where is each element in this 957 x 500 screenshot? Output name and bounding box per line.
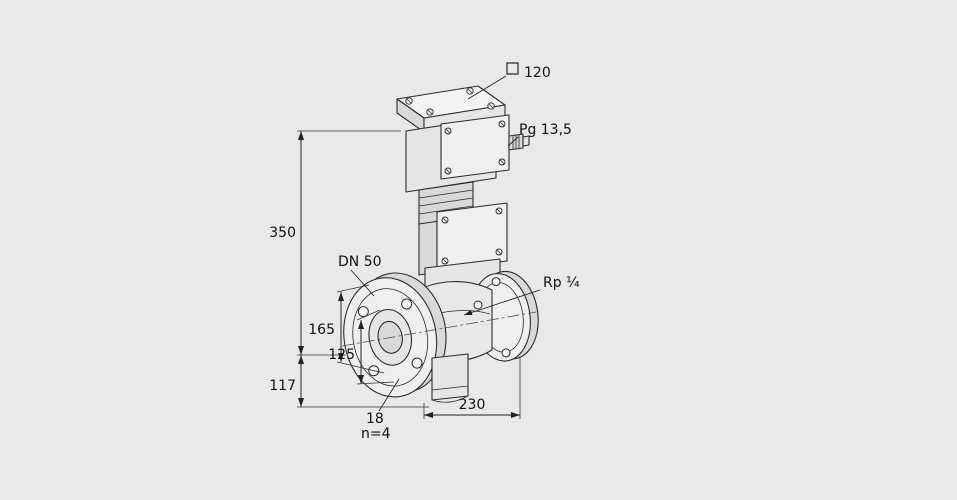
dim-total-height: 350: [269, 130, 401, 356]
dim-square-size: 120: [467, 62, 551, 100]
screw-icon: [466, 87, 474, 95]
dim-bolt-hole-diameter-label: 18: [366, 411, 384, 427]
dimension-annotations: 120 Pg 13,5 350 117 165: [269, 62, 580, 442]
bonnet-box: [436, 202, 508, 271]
junction-box: [440, 114, 530, 180]
valve-illustration: [341, 85, 539, 403]
dim-cable-gland: Pg 13,5: [507, 122, 572, 147]
screw-icon: [495, 207, 503, 215]
dim-flange-od-label: 165: [308, 322, 335, 338]
screw-icon: [405, 97, 413, 105]
screw-icon: [487, 102, 495, 110]
dim-total-height-label: 350: [269, 225, 296, 241]
square-symbol-icon: [506, 62, 519, 75]
screw-icon: [498, 120, 506, 128]
screw-icon: [444, 167, 452, 175]
screw-icon: [426, 108, 434, 116]
screw-icon: [495, 248, 503, 256]
cable-gland: [508, 133, 530, 151]
dim-nominal-diameter: DN 50: [338, 254, 382, 297]
bolt-hole: [401, 298, 413, 310]
dim-bolt-count-label: n=4: [361, 426, 391, 442]
dim-bolt-circle-label: 125: [328, 347, 355, 363]
dim-face-to-face-label: 230: [459, 397, 486, 413]
tap-port: [473, 300, 483, 310]
dim-cable-gland-label: Pg 13,5: [519, 122, 572, 138]
bolt-hole: [411, 357, 423, 369]
screw-icon: [498, 158, 506, 166]
actuator-lid: [396, 85, 506, 133]
dim-bolt-circle: 125: [328, 309, 395, 385]
screw-icon: [441, 216, 449, 224]
dim-square-size-label: 120: [524, 65, 551, 81]
dim-bolt-holes: 18 n=4: [361, 378, 400, 442]
valve-centerline: [341, 311, 537, 347]
dim-lower-height: 117: [269, 355, 429, 408]
dim-lower-height-label: 117: [269, 378, 296, 394]
outlet-stub: [431, 353, 469, 403]
dim-face-to-face: 230: [423, 357, 521, 419]
dim-tap-thread-label: Rp ¼: [543, 275, 580, 291]
screw-icon: [441, 257, 449, 265]
dim-nominal-diameter-label: DN 50: [338, 254, 382, 270]
screw-icon: [444, 127, 452, 135]
dim-tap-thread: Rp ¼: [463, 275, 580, 316]
